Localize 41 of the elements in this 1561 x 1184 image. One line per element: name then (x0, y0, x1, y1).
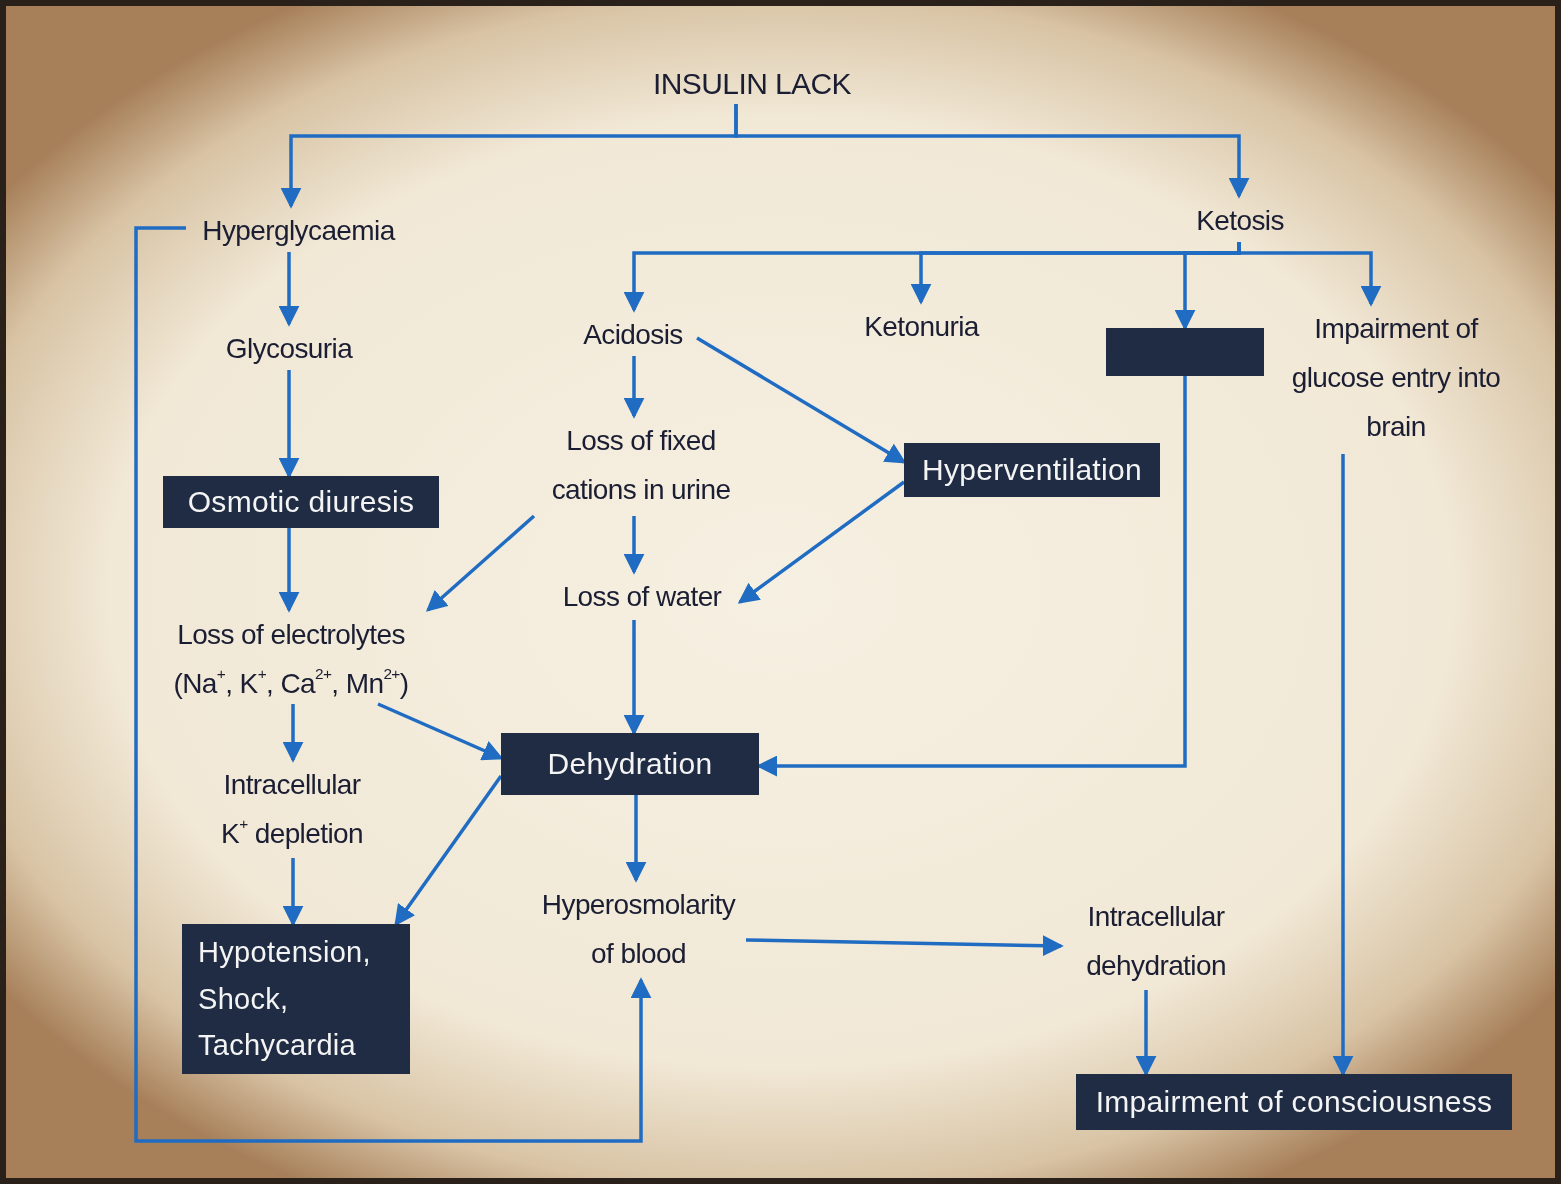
arrow (623, 356, 645, 419)
arrow (278, 528, 300, 613)
step-label: INSULIN LACK (634, 58, 870, 104)
arrow (737, 480, 906, 604)
step-label: Loss of fixed cations in urine (521, 416, 761, 516)
arrow (282, 858, 304, 927)
step-label: Intracellular K$^{+}$ depletion (208, 760, 376, 858)
step-label: Ketosis (1176, 196, 1304, 242)
step-label: Impairment of glucose entry into brain (1286, 304, 1506, 454)
step-label: Hyperglycaemia (186, 206, 411, 252)
arrow (394, 775, 503, 927)
box-label: Osmotic diuresis (187, 484, 415, 520)
box-label: Impairment of consciousness (1095, 1084, 1493, 1120)
step-label: Intracellular dehydration (1061, 892, 1251, 990)
step-label: Loss of water (544, 572, 740, 620)
blank-box (1106, 328, 1264, 376)
arrow (1135, 990, 1157, 1077)
arrow (623, 620, 645, 736)
process-box (1076, 1074, 1512, 1130)
arrow (625, 795, 647, 883)
box-label: Hypotension, Shock, Tachycardia (198, 935, 372, 1064)
arrow (623, 516, 645, 575)
arrow (278, 252, 300, 327)
process-box (501, 733, 759, 795)
process-box (904, 443, 1160, 497)
process-box (182, 924, 410, 1074)
step-label: Acidosis (569, 310, 697, 356)
step-label: Ketonuria (844, 302, 999, 348)
arrow (734, 104, 1250, 199)
step-label: Loss of electrolytes (Na$^{+}$, K$^{+}$, Ca$^{2+}$, Mn$^{2+}$) (146, 610, 436, 704)
step-label: Hyperosmolarity of blood (531, 880, 746, 980)
arrow (1332, 454, 1354, 1077)
step-label: Glycosuria (204, 324, 374, 370)
arrow (134, 226, 652, 1143)
box-label: Hyperventilation (922, 452, 1142, 488)
box-label: Dehydration (547, 746, 713, 782)
process-box (163, 476, 439, 528)
arrow (278, 370, 300, 479)
arrow (425, 514, 536, 612)
arrow (282, 704, 304, 763)
arrow (745, 935, 1064, 957)
